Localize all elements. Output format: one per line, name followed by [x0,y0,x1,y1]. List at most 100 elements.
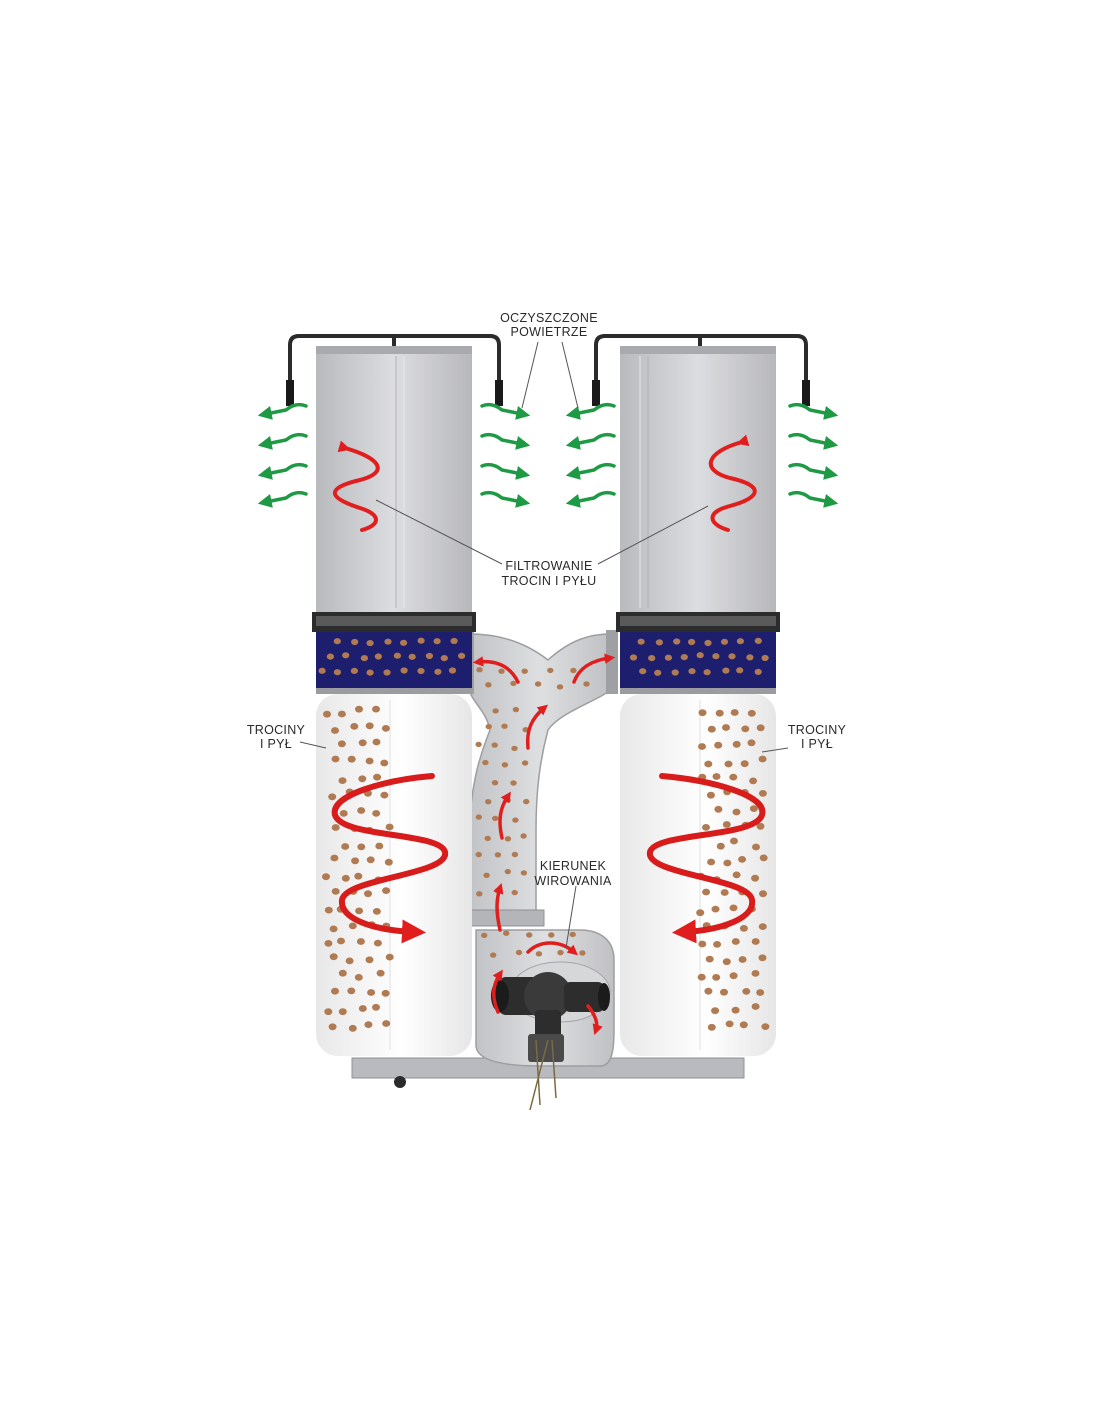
arrow-right-icon [480,402,531,420]
bag-swirl-arrows [331,773,766,944]
dust-dot-icon [512,817,519,823]
dust-dot-icon [728,653,736,660]
dust-dot-icon [724,760,733,768]
dust-dot-icon [520,870,528,876]
dust-dot-icon [697,973,706,981]
dust-dot-icon [704,760,713,768]
dust-dot-icon [364,890,372,898]
dust-dot-icon [749,777,758,785]
dust-dot-icon [385,953,394,961]
dust-dot-icon [698,743,706,750]
dust-dot-icon [758,954,767,962]
dust-dot-icon [698,709,707,717]
swirl-arrow-icon [333,434,757,532]
dust-dot-icon [746,654,754,661]
dust-dot-icon [331,727,339,734]
dust-dot-icon [501,762,509,768]
dust-dot-icon [751,874,760,882]
clean-air-arrows [257,402,839,508]
dust-dot-icon [367,989,376,996]
dust-dot-icon [688,668,696,675]
dust-dot-icon [483,872,490,878]
dust-dot-icon [351,638,359,646]
dust-dot-icon [382,887,391,894]
arrow-right-icon [480,432,531,450]
dust-dot-icon [433,638,441,645]
dust-dot-icon [629,654,638,661]
dust-dot-icon [758,923,767,930]
dust-dot-icon [381,989,390,997]
dust-dot-icon [351,857,360,865]
dust-dot-icon [385,823,394,831]
blower-icon [475,929,615,1111]
dust-dot-icon [671,669,679,676]
dust-dot-icon [384,638,392,645]
dust-dot-icon [722,958,731,966]
dust-dot-icon [331,987,339,995]
dust-dot-icon [338,777,347,784]
dust-dot-icon [492,815,499,822]
dust-dot-icon [425,652,433,660]
dust-dot-icon [704,987,713,995]
arrow-right-icon [257,402,308,420]
dust-dot-icon [731,938,740,945]
dust-dot-icon [374,653,382,660]
dust-dot-icon [476,891,483,897]
dust-dot-icon [712,773,721,780]
label-dust-left-line2: I PYŁ [260,737,292,751]
dust-dot-icon [740,760,749,768]
dust-dot-icon [322,873,330,881]
dust-dot-icon [761,1023,770,1030]
dust-dot-icon [329,925,338,933]
dust-dot-icon [358,739,367,747]
dust-dot-icon [324,906,333,914]
dust-dot-icon [485,799,492,805]
dust-dot-icon [338,1008,347,1016]
dust-dot-icon [337,740,346,748]
dust-dot-icon [380,759,389,767]
dust-dot-icon [515,949,523,956]
label-clean-air-line2: POWIETRZE [510,325,587,339]
dust-dot-icon [739,1021,748,1029]
dust-dot-icon [756,989,765,996]
dust-dot-icon [723,859,732,867]
dust-dot-icon [711,905,720,913]
dust-dot-icon [751,1003,760,1010]
dust-dot-icon [381,725,390,732]
dust-dot-icon [417,667,425,675]
dust-dot-icon [754,637,762,645]
dust-dot-icon [521,760,529,766]
dust-dot-icon [729,972,738,980]
dust-dot-icon [706,791,715,799]
dust-dot-icon [730,709,739,716]
dust-dot-icon [501,723,508,729]
dust-dot-icon [714,741,723,749]
dust-dot-icon [703,669,711,676]
dust-dot-icon [338,969,347,977]
dust-dot-icon [730,837,738,845]
right-filter-cartridge [620,346,776,614]
dust-dot-icon [742,988,751,995]
dust-dot-icon [711,1007,720,1015]
dust-dot-icon [358,1005,367,1012]
dust-dot-icon [491,742,498,748]
right-collector [592,334,810,1056]
dust-dot-icon [339,810,348,817]
label-dust-left: TROCINY I PYŁ [247,723,305,751]
dust-dot-icon [534,681,542,687]
dust-dot-icon [738,856,747,863]
dust-dot-icon [355,705,363,713]
dust-dot-icon [375,842,384,850]
label-clean-air: OCZYSZCZONE POWIETRZE [500,311,597,339]
dust-dot-icon [448,667,457,674]
dust-dot-icon [366,669,374,676]
dust-dot-icon [393,652,401,659]
dust-dot-icon [504,868,511,875]
label-spin-direction-line1: KIERUNEK [540,859,607,873]
dust-dot-icon [654,669,662,676]
dust-dot-icon [655,639,664,646]
dust-dot-icon [526,932,533,938]
dust-dot-icon [548,932,555,938]
dust-dot-icon [337,937,345,945]
